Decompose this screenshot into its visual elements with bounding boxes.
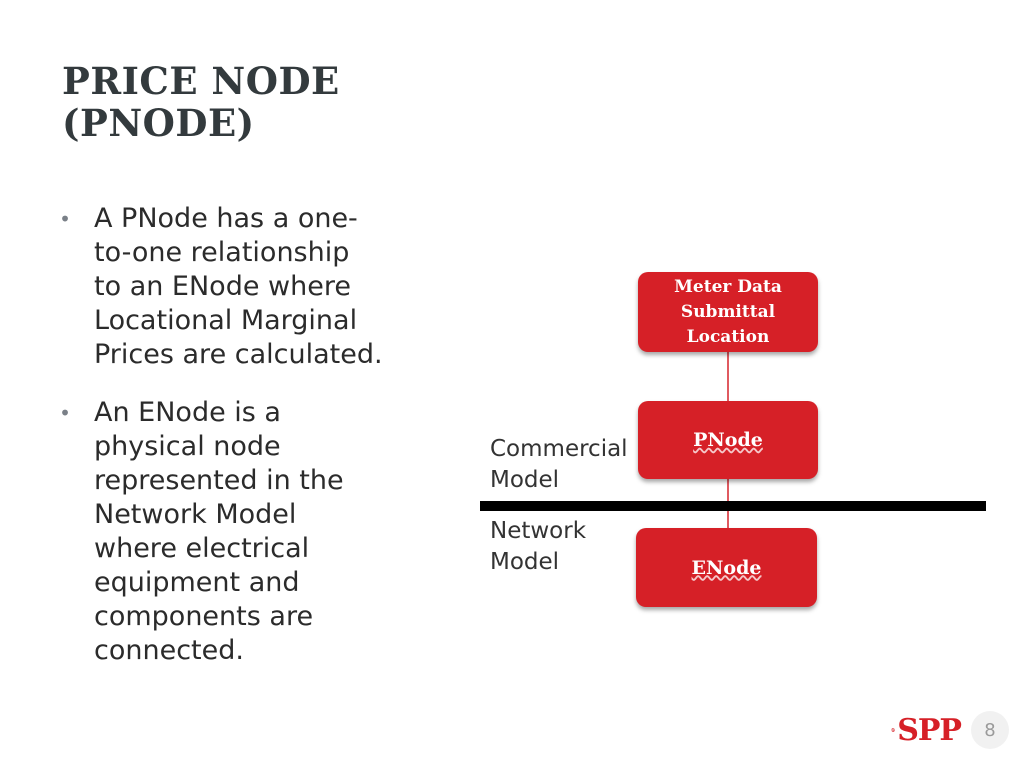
bullet-line: An ENode is a [94, 397, 281, 428]
network-model-label: Network Model [490, 516, 586, 578]
title-line: PRICE NODE [62, 59, 340, 103]
page-number: 8 [971, 711, 1009, 749]
bullet-line: physical node [94, 431, 281, 462]
connector-line [727, 352, 729, 401]
bullet-line: equipment and [94, 567, 300, 598]
bullet-icon: • [59, 207, 71, 231]
model-divider [480, 501, 986, 511]
bullet-icon: • [59, 401, 71, 425]
meter-data-box: Meter Data Submittal Location [638, 272, 818, 352]
bullet-line: to an ENode where [94, 271, 351, 302]
bullet-item: • A PNode has a one- to-one relationship… [58, 202, 398, 372]
bullet-line: A PNode has a one- [94, 203, 358, 234]
bullet-line: Network Model [94, 499, 297, 530]
page-title: PRICE NODE (PNODE) [62, 60, 482, 144]
spp-logo: SPP [891, 709, 962, 751]
bullet-text: An ENode is a physical node represented … [94, 396, 398, 668]
enode-box: ENode [636, 528, 817, 607]
meter-box-line: Location [686, 326, 770, 347]
spp-logo-icon [891, 728, 895, 732]
enode-box-label: ENode [691, 556, 762, 579]
bullet-text: A PNode has a one- to-one relationship t… [94, 202, 398, 372]
meter-box-line: Meter Data [674, 276, 782, 297]
bullet-line: connected. [94, 635, 244, 666]
pnode-box-label: PNode [693, 429, 763, 451]
bullet-line: Prices are calculated. [94, 339, 383, 370]
pnode-box: PNode [638, 401, 818, 479]
region-label-line: Commercial [490, 436, 628, 462]
bullet-line: represented in the [94, 465, 344, 496]
region-label-line: Model [490, 549, 560, 575]
bullet-list: • A PNode has a one- to-one relationship… [58, 202, 398, 692]
region-label-line: Model [490, 467, 560, 493]
title-line: (PNODE) [62, 101, 255, 145]
bullet-line: to-one relationship [94, 237, 350, 268]
region-label-line: Network [490, 518, 587, 544]
bullet-line: where electrical [94, 533, 310, 564]
bullet-line: Locational Marginal [94, 305, 358, 336]
commercial-model-label: Commercial Model [490, 434, 628, 496]
bullet-line: components are [94, 601, 314, 632]
bullet-item: • An ENode is a physical node represente… [58, 396, 398, 668]
meter-box-line: Submittal [680, 301, 776, 322]
logo-text: SPP [897, 712, 962, 748]
